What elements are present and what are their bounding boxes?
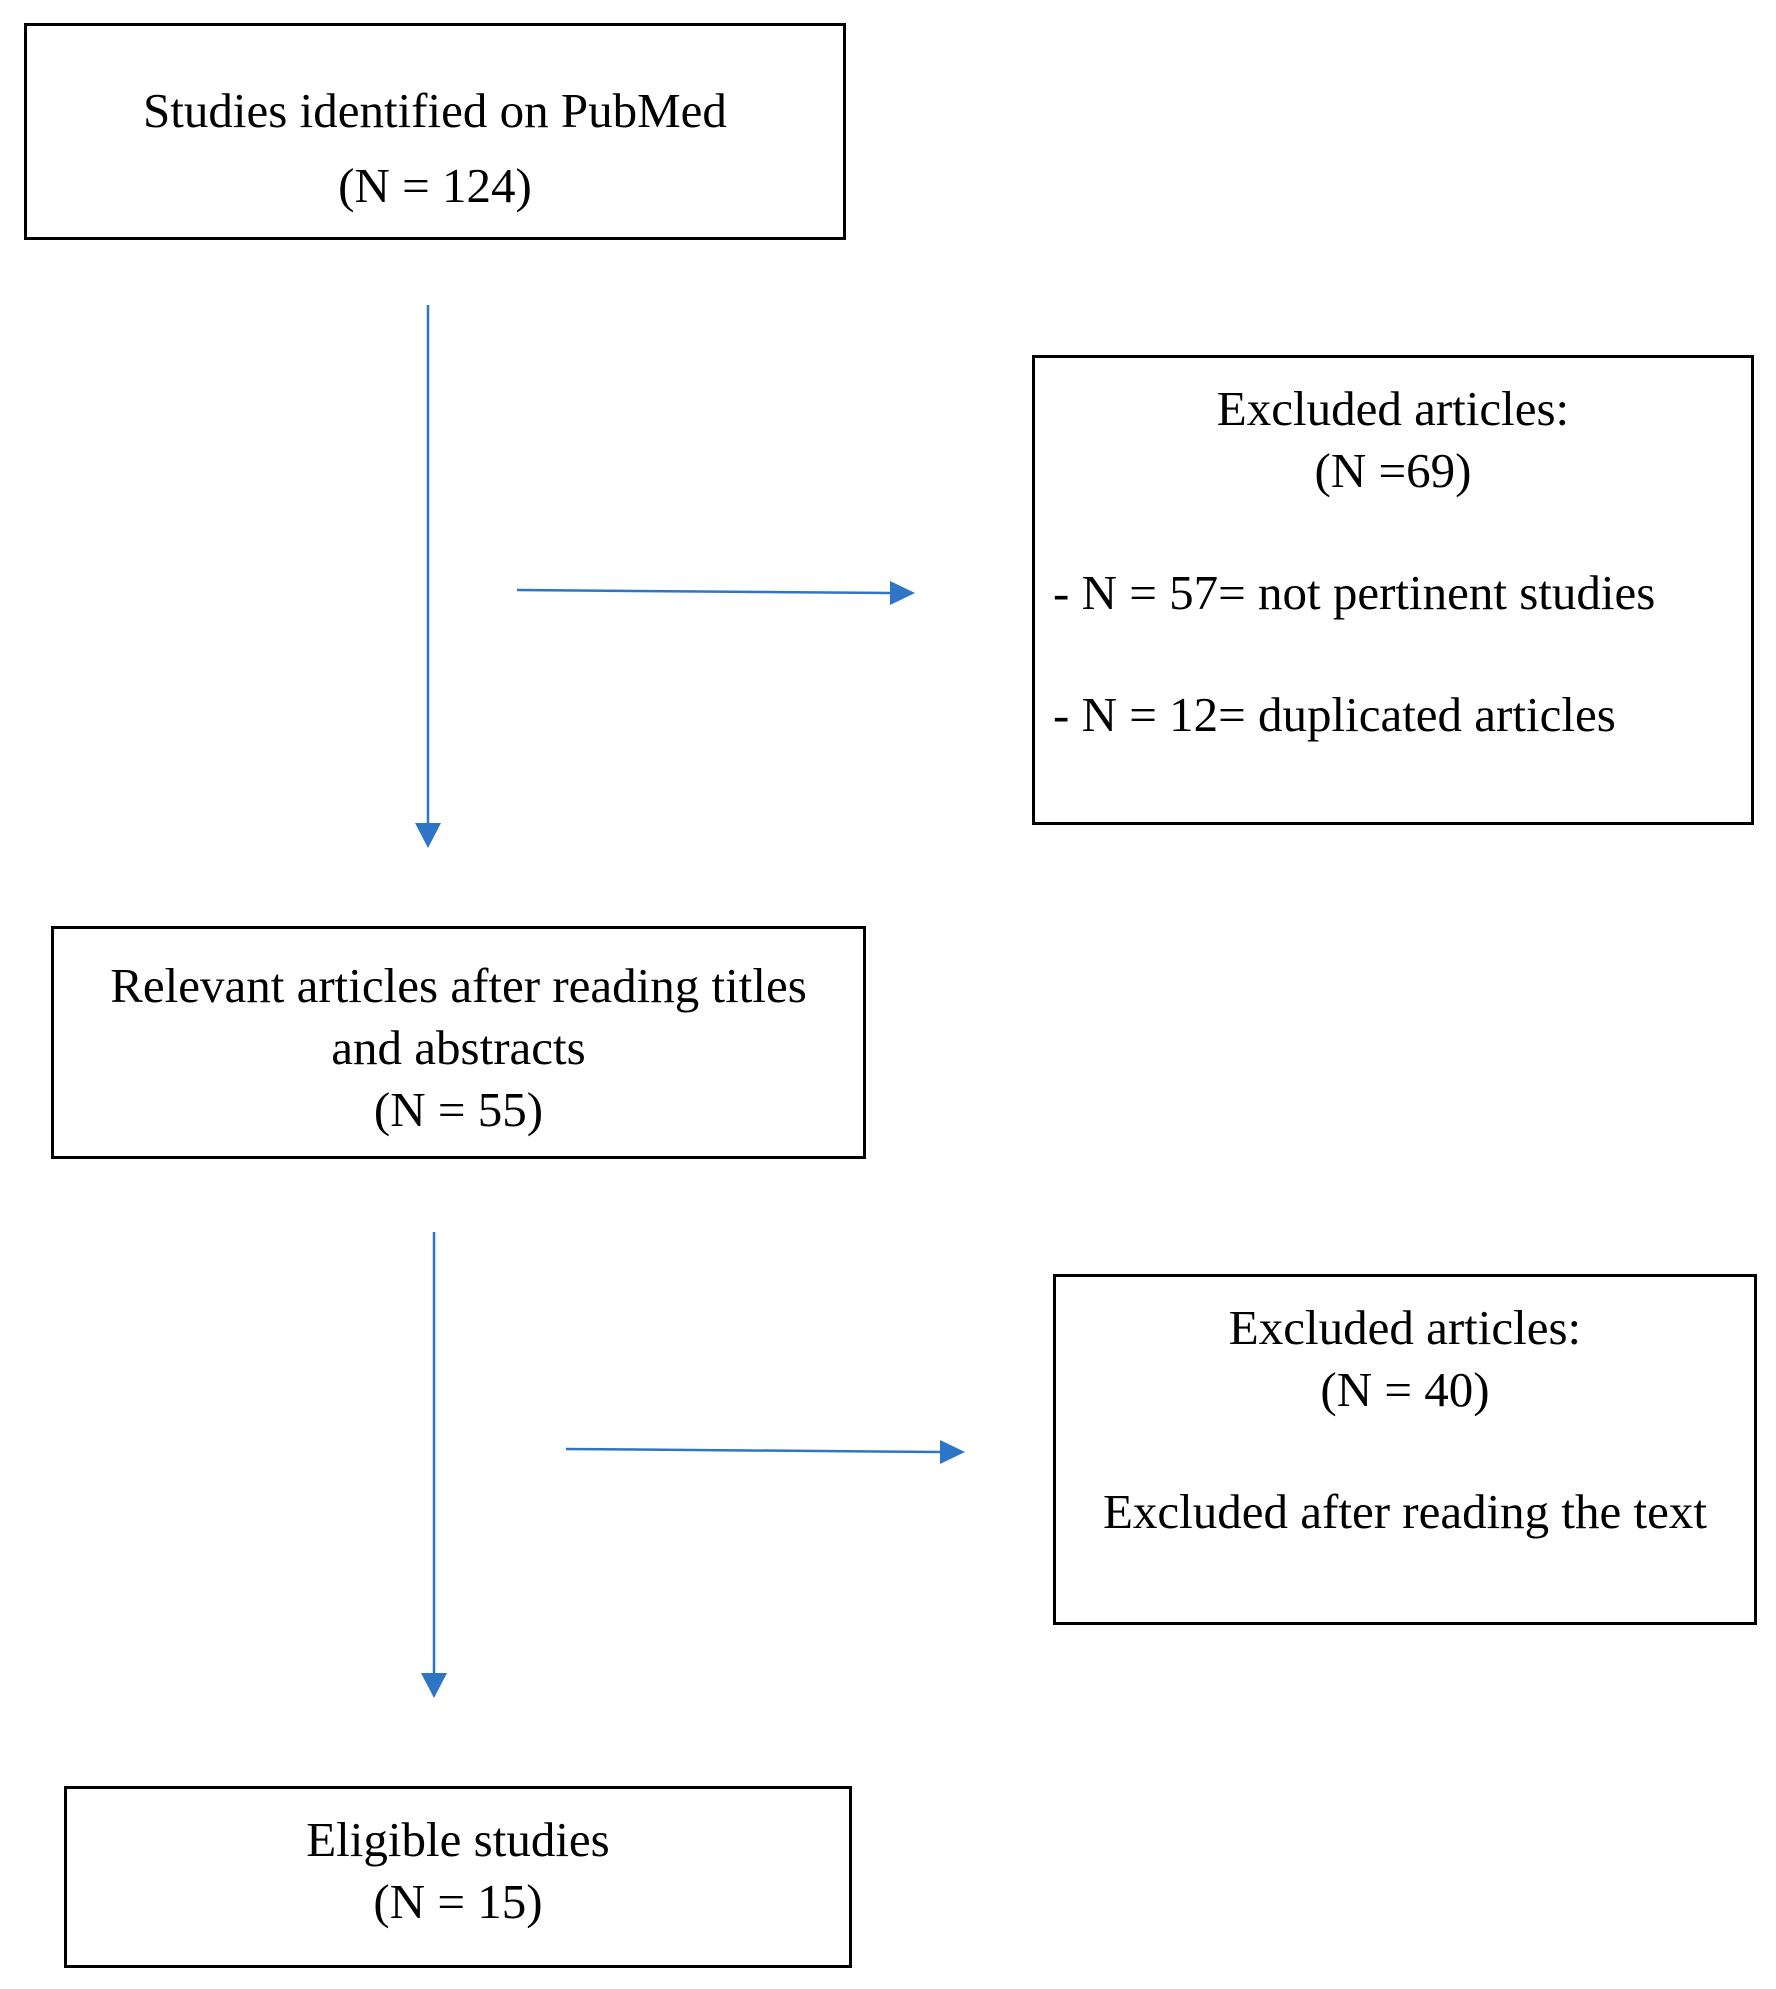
eligible-count: (N = 15) — [373, 1874, 543, 1929]
excluded-articles-box-second: Excluded articles: (N = 40) Excluded aft… — [1053, 1274, 1757, 1625]
arrowhead-down-2 — [421, 1673, 447, 1698]
excluded-first-count: (N =69) — [1314, 443, 1472, 498]
identified-studies-box: Studies identified on PubMed (N = 124) — [24, 23, 846, 240]
relevant-title-line1: Relevant articles after reading titles — [110, 958, 807, 1013]
excluded-second-count: (N = 40) — [1320, 1362, 1490, 1417]
excluded-reason-duplicated: - N = 12= duplicated articles — [1053, 687, 1616, 742]
relevant-articles-box: Relevant articles after reading titles a… — [51, 926, 866, 1159]
eligible-title: Eligible studies — [306, 1812, 610, 1867]
eligible-studies-box: Eligible studies (N = 15) — [64, 1786, 852, 1968]
excluded-first-reasons: - N = 57= not pertinent studies - N = 12… — [1035, 562, 1751, 746]
arrow-to-excluded-first — [516, 588, 894, 595]
identified-title: Studies identified on PubMed — [143, 83, 727, 138]
excluded-articles-box-first: Excluded articles: (N =69) - N = 57= not… — [1032, 355, 1754, 825]
excluded-second-note: Excluded after reading the text — [1102, 1484, 1708, 1539]
arrow-to-excluded-second — [565, 1447, 944, 1454]
relevant-count: (N = 55) — [373, 1082, 544, 1137]
identified-count: (N = 124) — [338, 158, 532, 213]
excluded-second-title: Excluded articles: — [1228, 1300, 1582, 1355]
relevant-title-line2: and abstracts — [331, 1020, 586, 1075]
excluded-reason-not-pertinent: - N = 57= not pertinent studies — [1053, 565, 1656, 620]
arrowhead-right-1 — [890, 581, 915, 605]
arrowhead-right-2 — [940, 1440, 965, 1464]
excluded-first-title: Excluded articles: — [1216, 381, 1570, 436]
arrowhead-down-1 — [415, 823, 441, 848]
